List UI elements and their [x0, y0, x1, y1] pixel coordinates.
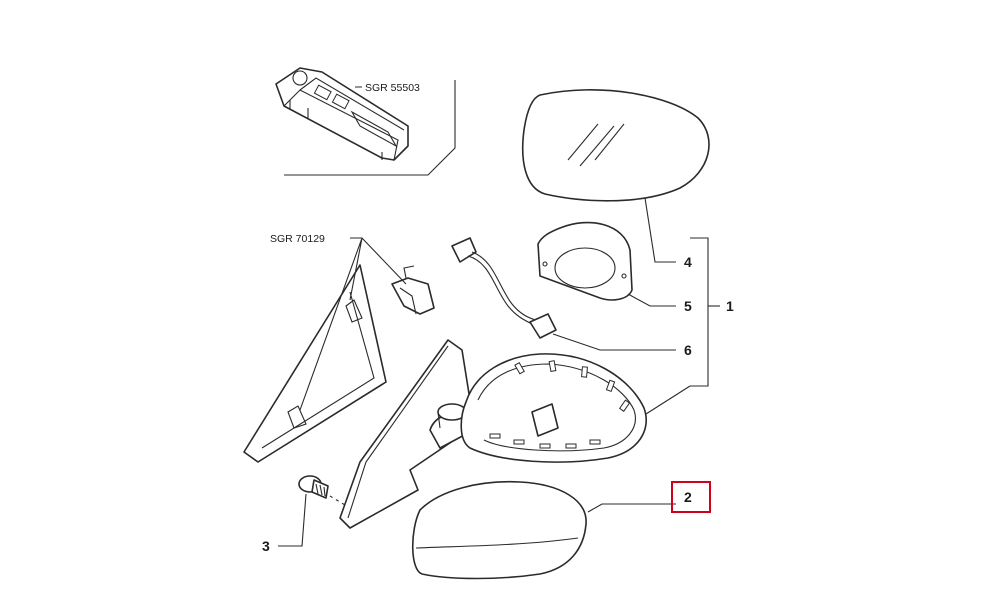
callout-screw: 3	[262, 538, 270, 554]
triangle-cover-reference: SGR 70129	[270, 233, 325, 245]
screw-leader	[278, 493, 307, 547]
callout-glass: 4	[684, 254, 692, 270]
glass-leader	[644, 197, 676, 263]
mirror-actuator	[537, 221, 633, 301]
mounting-screw	[298, 475, 329, 499]
retaining-clip	[391, 265, 435, 315]
cover-leader	[587, 503, 676, 513]
window-switch-panel	[275, 67, 409, 161]
assembly-bracket	[690, 237, 709, 387]
mirror-housing	[460, 353, 647, 463]
callout-actuator: 5	[684, 298, 692, 314]
wire-harness	[451, 237, 557, 339]
triangle-cover-reference-leader	[299, 237, 407, 411]
housing-leader	[645, 385, 691, 415]
highlight-box	[671, 481, 711, 513]
callout-outer-cover: 2	[684, 489, 692, 505]
mirror-base-arm	[339, 339, 471, 529]
mirror-glass	[521, 89, 710, 202]
outer-cover	[411, 480, 587, 580]
switch-panel-reference: SGR 55503	[365, 82, 420, 94]
harness-leader	[552, 333, 676, 351]
callout-wire-harness: 6	[684, 342, 692, 358]
switch-panel-reference-box	[284, 80, 456, 176]
callout-assembly: 1	[726, 298, 734, 314]
leader-lines	[278, 197, 720, 547]
triangle-cover	[243, 264, 387, 463]
actuator-leader	[627, 293, 676, 307]
